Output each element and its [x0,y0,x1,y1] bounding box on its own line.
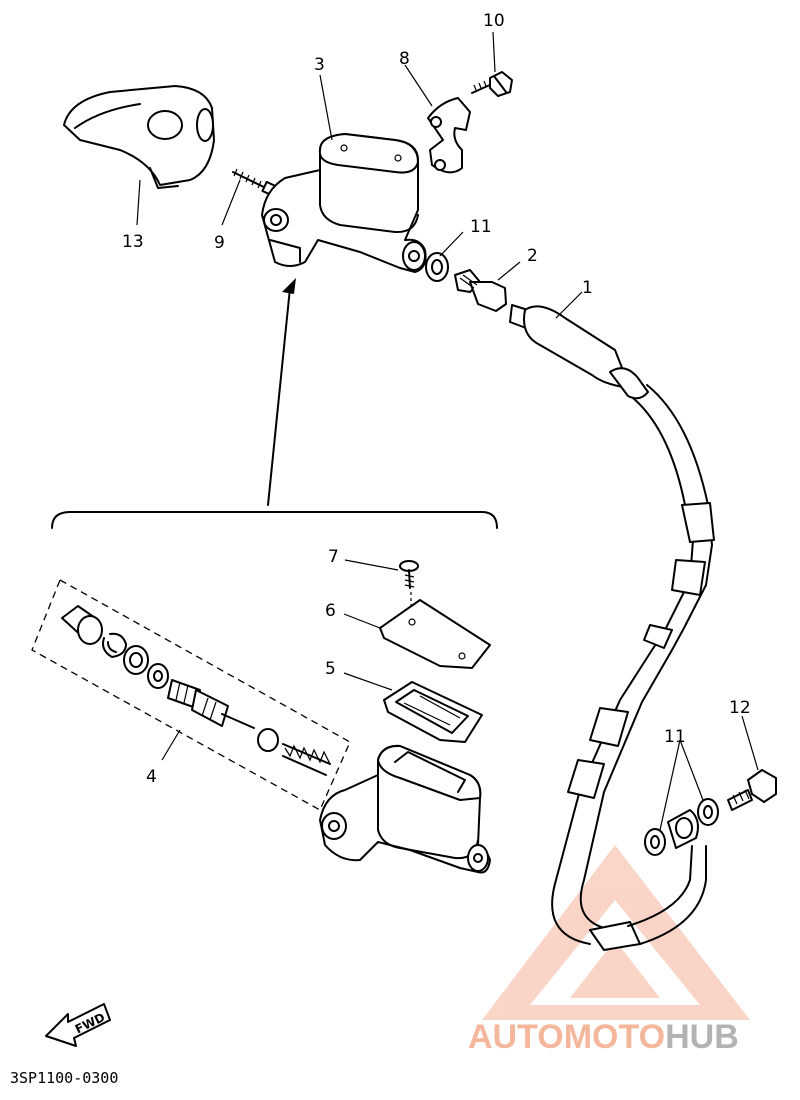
reservoir-cap [379,599,491,669]
callout-4: 4 [146,767,157,787]
callout-2: 2 [527,246,538,266]
kit-cup [61,605,103,645]
lever-cover [63,85,215,189]
callout-10: 10 [483,11,505,31]
watermark-text: AUTOMOTOHUB [468,1018,739,1056]
callout-3: 3 [314,55,325,75]
callout-5: 5 [325,659,336,679]
leader-lines [136,31,759,831]
washer-top [425,252,449,282]
callout-9: 9 [214,233,225,253]
callout-12: 12 [729,698,751,718]
kit-washer [123,645,149,675]
callout-7: 7 [328,547,339,567]
watermark-hub: HUB [665,1018,739,1056]
kit-cup-small [257,728,279,752]
callout-8: 8 [399,49,410,69]
washers-bottom [644,798,719,856]
callout-11-top: 11 [470,217,492,237]
kit-piston [167,679,255,729]
diaphragm [383,681,483,743]
kit-box [31,579,351,811]
kit-seal [147,663,169,689]
callout-6: 6 [325,601,336,621]
brake-hose [509,304,715,951]
watermark-moto: MOTO [564,1018,665,1056]
kit-spring [282,743,331,776]
clamp-holder [427,97,471,174]
diagram-code: 3SP1100-0300 [10,1069,118,1087]
watermark-auto: AUTO [468,1018,564,1056]
adjuster-screw [232,168,279,198]
master-cylinder [261,133,427,273]
bolt-bottom [727,769,777,811]
bolt-top [471,71,513,97]
union-bolt [454,269,507,312]
fwd-arrow-icon: FWD [45,1003,111,1047]
callout-11-bottom: 11 [664,727,686,747]
callout-1: 1 [582,278,593,298]
pointer-arrow [267,278,296,506]
master-cylinder-body [319,744,491,874]
exploded-view-bracket [51,511,498,529]
callout-13: 13 [122,232,144,252]
kit-circlip [102,632,127,658]
